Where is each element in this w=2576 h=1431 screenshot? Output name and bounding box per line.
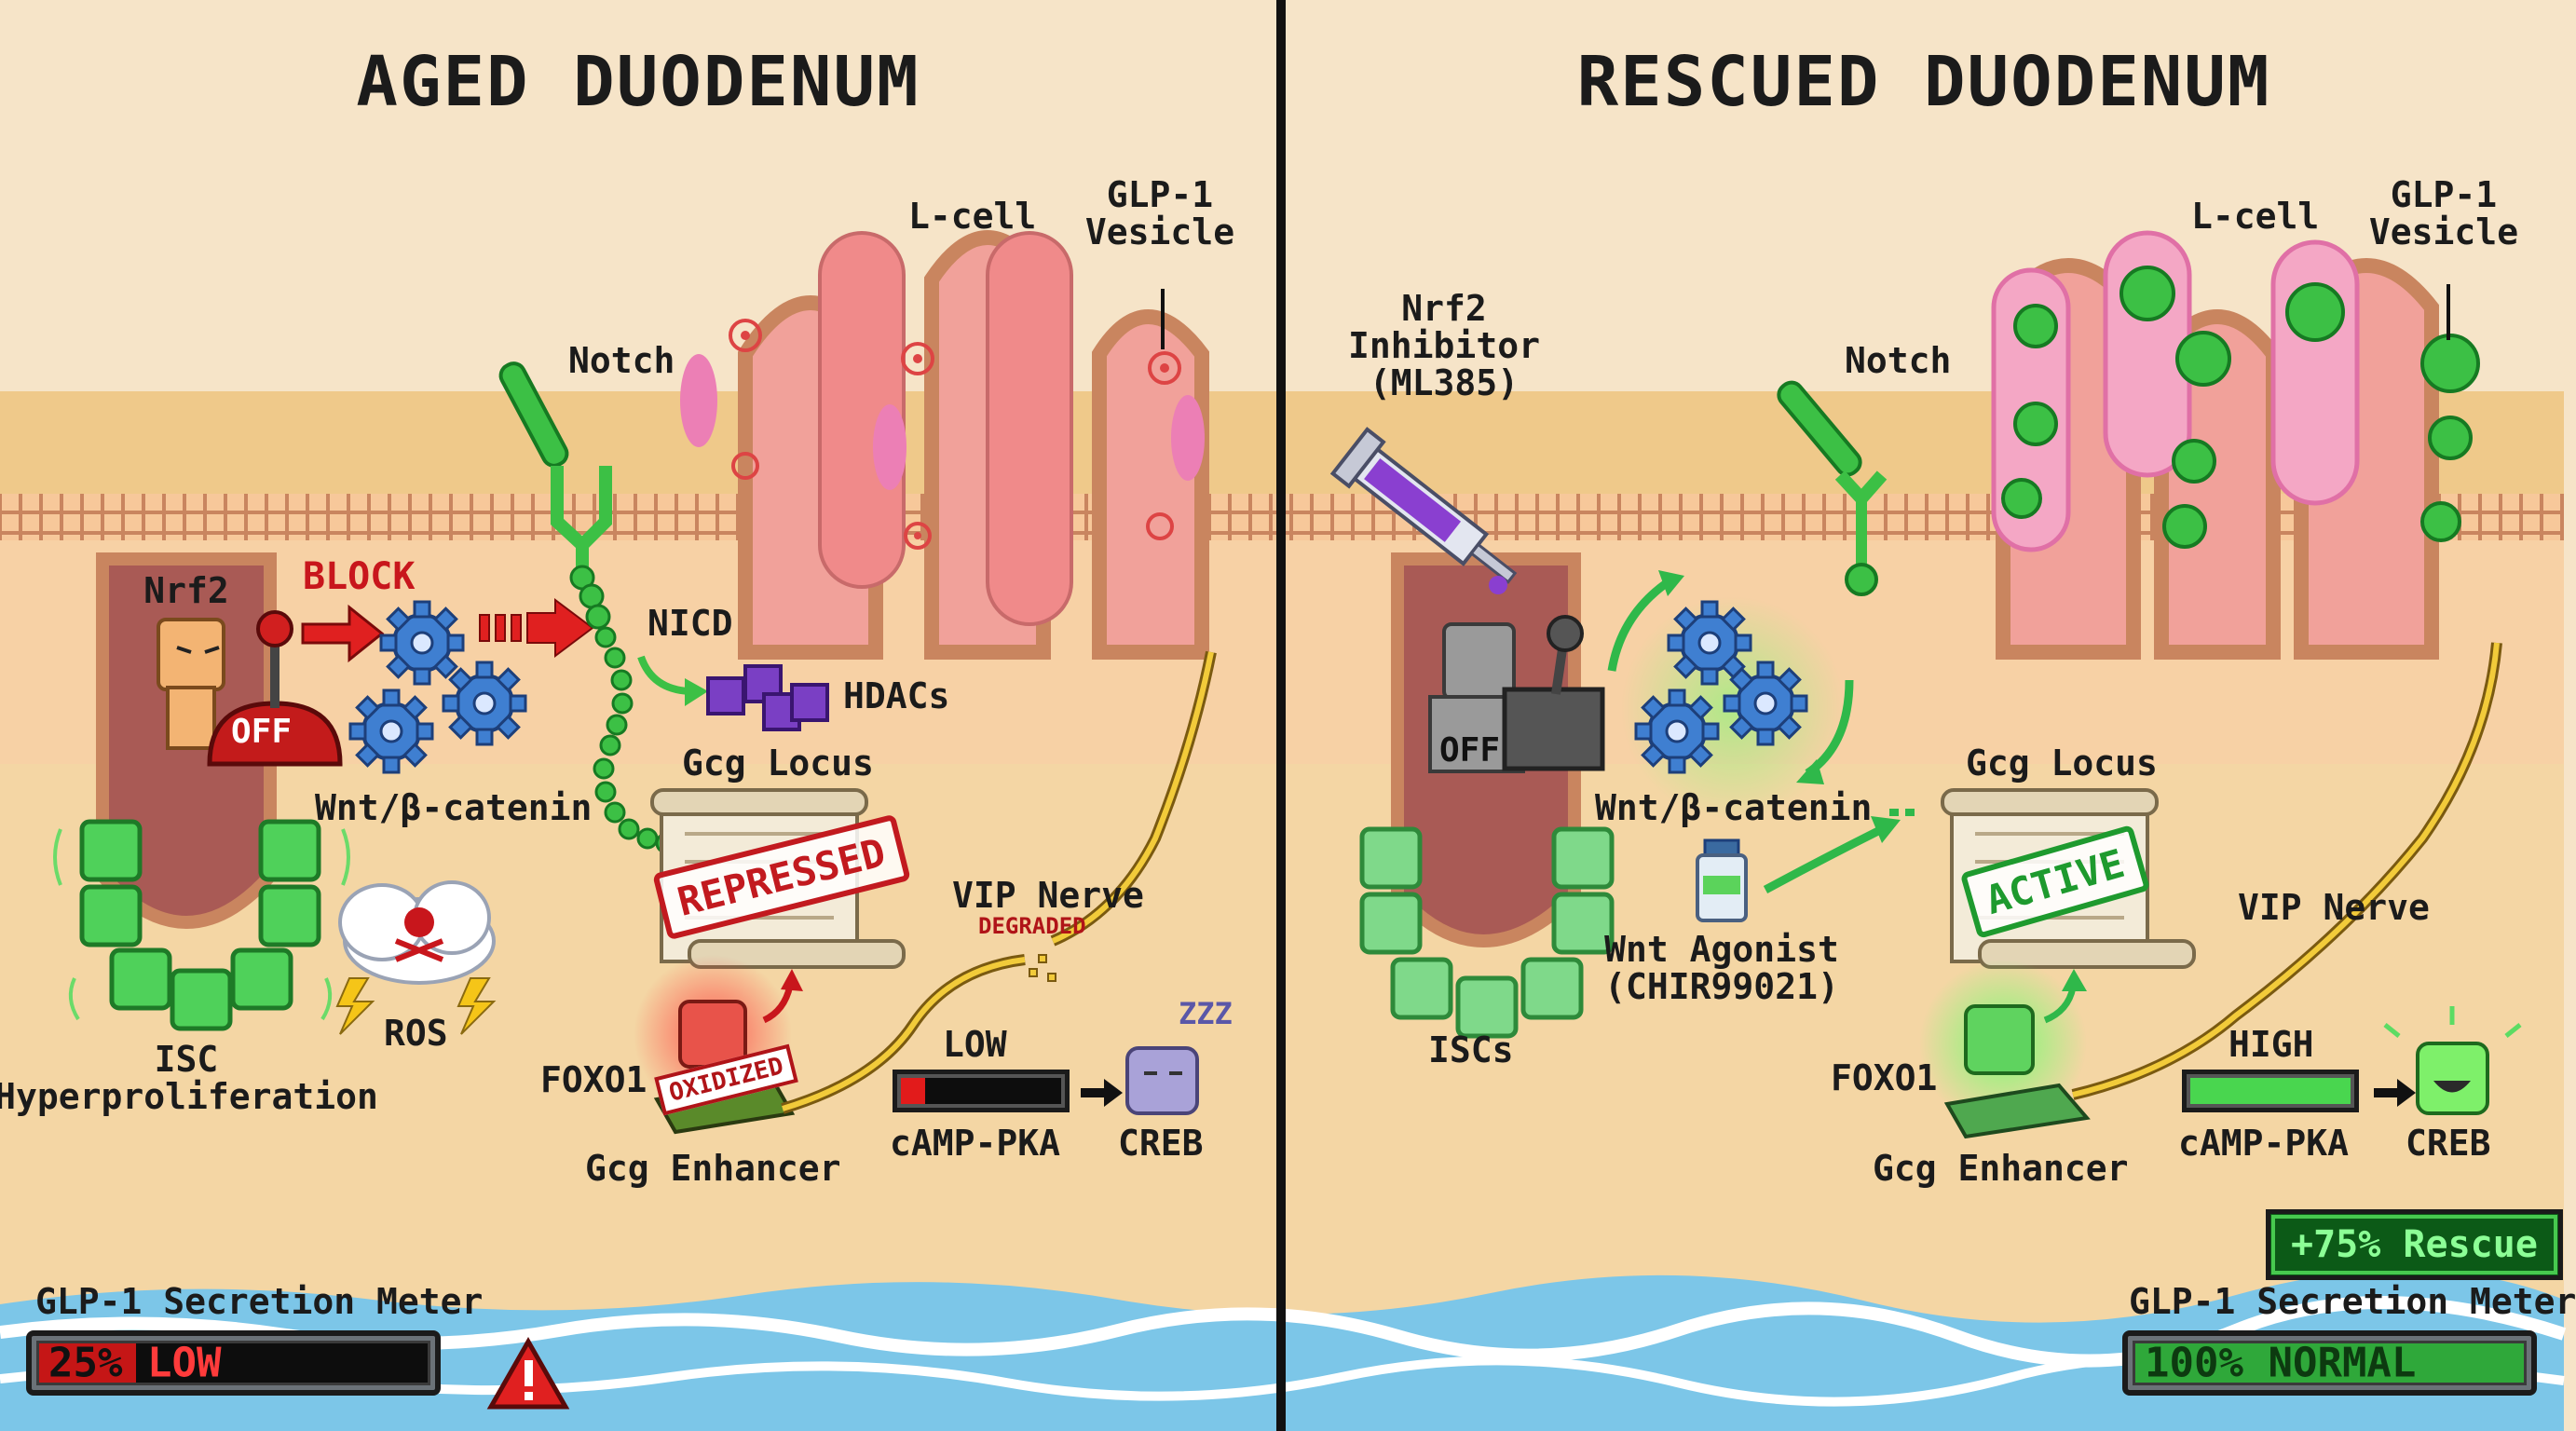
nicd-bead	[593, 757, 615, 780]
nicd-bead	[579, 583, 605, 609]
foxo1-label-left: FOXO1	[540, 1059, 647, 1100]
nicd-bead	[604, 801, 626, 824]
meter-label-left: GLP-1 Secretion Meter	[35, 1281, 484, 1322]
inhibitor-label: Nrf2 Inhibitor (ML385)	[1348, 288, 1540, 403]
nicd-bead	[594, 626, 617, 648]
switch-off-label-right: OFF	[1439, 731, 1501, 770]
vip-nerve-label-left: VIP Nerve	[952, 875, 1144, 916]
glp1-vesicle-label-left: GLP-1 Vesicle	[1084, 174, 1235, 252]
camp-level-right: HIGH	[2228, 1024, 2314, 1065]
nicd-hdac-arrow	[637, 655, 690, 695]
notch-receptor-right	[1777, 380, 1888, 596]
nicd-bead	[604, 647, 626, 669]
wnt-to-notch-arrow	[479, 598, 594, 658]
wnt-label-left: Wnt/β-catenin	[315, 787, 593, 828]
creb-label-left: CREB	[1118, 1123, 1204, 1164]
wnt-label-right: Wnt/β-catenin	[1595, 787, 1873, 828]
nicd-bead	[585, 604, 611, 630]
camp-pka-bar-right	[2182, 1070, 2359, 1112]
gcg-enhancer-label-right: Gcg Enhancer	[1873, 1148, 2129, 1189]
glp1-vesicle-label-right: GLP-1 Vesicle	[2368, 174, 2519, 252]
lcell-right	[2270, 239, 2360, 506]
foxo1-character-right	[1943, 1004, 2091, 1139]
left-tissue	[0, 230, 1276, 929]
camp-pka-bar-left	[893, 1070, 1070, 1112]
meter-percent-right: 100%	[2145, 1339, 2243, 1387]
nicd-bead	[611, 692, 634, 715]
nicd-bead	[636, 827, 659, 850]
creb-label-right: CREB	[2406, 1123, 2491, 1164]
vip-nerve-label-right: VIP Nerve	[2238, 887, 2430, 928]
block-label: BLOCK	[303, 555, 416, 598]
creb-character-left	[1125, 1046, 1199, 1115]
switch-off-label-left: OFF	[231, 713, 293, 751]
gcg-locus-label-right: Gcg Locus	[1966, 743, 2158, 784]
nrf2-character-left	[157, 618, 225, 750]
block-arrow	[301, 604, 385, 663]
degraded-label: DEGRADED	[978, 913, 1086, 939]
nrf2-switch-left	[207, 610, 343, 767]
hdacs-label: HDACs	[843, 675, 950, 716]
ros-cloud	[335, 880, 497, 1035]
camp-level-left: LOW	[943, 1024, 1007, 1065]
wnt-agonist-vial	[1696, 838, 1748, 922]
glp1-vesicles-right	[2001, 266, 2480, 549]
foxo1-character-left	[653, 1000, 796, 1135]
glp1-meter-right: 100% NORMAL	[2122, 1330, 2537, 1396]
nicd-label: NICD	[647, 603, 733, 644]
nicd-bead	[606, 714, 628, 736]
warning-icon	[486, 1336, 570, 1410]
camp-pka-label-left: cAMP-PKA	[890, 1123, 1061, 1164]
creb-character-right	[2383, 1006, 2522, 1115]
villus-left-3	[1092, 309, 1209, 660]
ros-label: ROS	[384, 1013, 448, 1054]
isc-label-left: ISC Hyperproliferation	[0, 1039, 378, 1117]
isc-cluster-left	[79, 819, 321, 1031]
lcell-label-right: L-cell	[2191, 196, 2320, 237]
sleep-z-icon: ZZZ	[1179, 996, 1233, 1031]
nicd-bead	[618, 818, 640, 840]
nrf2-label-left: Nrf2	[143, 570, 229, 611]
nrf2-switch-right	[1502, 615, 1605, 771]
hdacs-cubes	[706, 664, 829, 731]
iscs-label: ISCs	[1428, 1029, 1514, 1070]
nicd-bead	[594, 781, 617, 803]
foxo1-label-right: FOXO1	[1831, 1057, 1938, 1098]
gcg-locus-label-left: Gcg Locus	[682, 743, 874, 784]
nicd-bead	[610, 669, 633, 691]
syringe-icon	[1329, 427, 1518, 584]
nicd-bead	[599, 734, 621, 756]
meter-percent-left: 25%	[48, 1339, 123, 1387]
camp-pka-label-right: cAMP-PKA	[2178, 1123, 2350, 1164]
notch-receptor-left	[498, 361, 612, 568]
left-title: AGED DUODENUM	[356, 42, 920, 122]
glp1-meter-left: 25% LOW	[26, 1330, 441, 1396]
isc-cluster-right	[1359, 826, 1615, 1039]
wnt-agonist-label: Wnt Agonist (CHIR99021)	[1604, 929, 1839, 1007]
meter-label-right: GLP-1 Secretion Meter	[2129, 1281, 2576, 1322]
lcell-label-left: L-cell	[908, 196, 1037, 237]
lcell-left	[818, 231, 906, 589]
gcg-enhancer-label-left: Gcg Enhancer	[585, 1148, 841, 1189]
meter-status-right: NORMAL	[2268, 1339, 2417, 1387]
panel-divider	[1276, 0, 1286, 1431]
notch-label-right: Notch	[1845, 340, 1952, 381]
notch-label-left: Notch	[568, 340, 675, 381]
rescue-badge: +75% Rescue	[2266, 1209, 2563, 1280]
meter-status-left: LOW	[146, 1339, 222, 1387]
right-title: RESCUED DUODENUM	[1576, 42, 2271, 122]
